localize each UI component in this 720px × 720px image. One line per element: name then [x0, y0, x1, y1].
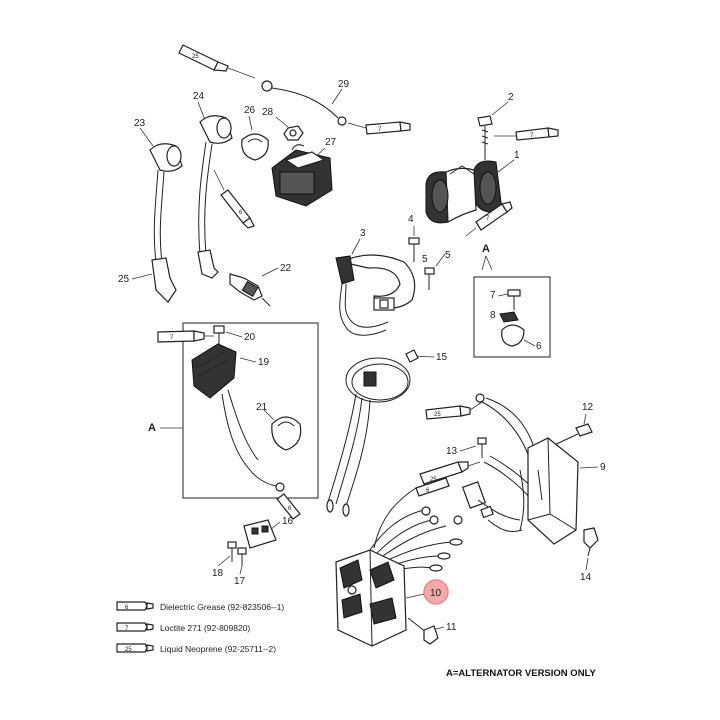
legend-text: Dielectric Grease (92-823506--1) — [160, 602, 284, 612]
callout-16: 16 — [282, 516, 294, 527]
callout-17: 17 — [234, 576, 246, 587]
dielectric-grease-tube: 6 — [276, 493, 301, 520]
wire-harness-loop — [326, 349, 419, 517]
tube-label: 25 — [430, 477, 437, 483]
callout-4: 4 — [408, 214, 414, 225]
terminal-screw — [237, 547, 247, 566]
ground-clip — [583, 527, 599, 557]
trigger-assembly — [335, 254, 416, 336]
tube-label: 6 — [239, 210, 243, 216]
liquid-neoprene-tube: 25 — [178, 44, 229, 72]
legend: 6 Dielectric Grease (92-823506--1) 7 Loc… — [116, 601, 284, 654]
retaining-clip — [271, 416, 302, 451]
callout-10-highlight[interactable]: 10 — [423, 579, 449, 605]
callout-14: 14 — [580, 572, 592, 583]
callout-8: 8 — [490, 310, 496, 321]
spark-plug — [229, 273, 271, 307]
dielectric-grease-tube: 6 — [415, 477, 450, 497]
callout-15: 15 — [436, 352, 448, 363]
stator-screw — [424, 267, 435, 290]
switch-box-bolt — [551, 423, 593, 447]
callout-29: 29 — [338, 79, 350, 90]
tube-label: 7 — [530, 133, 534, 139]
legend-text: Liquid Neoprene (92-25711--2) — [160, 644, 276, 654]
liquid-neoprene-tube: 25 — [419, 461, 469, 485]
switch-box-wiring — [461, 393, 539, 533]
plug-wire-short — [149, 143, 183, 303]
alternator-inset-large — [182, 322, 319, 499]
dielectric-grease-tube: 6 — [220, 189, 255, 229]
callout-23: 23 — [134, 118, 146, 129]
liquid-neoprene-tube: 25 — [425, 405, 471, 420]
legend-row: 7 Loctite 271 (92-809820) — [116, 622, 250, 633]
callout-6: 6 — [536, 341, 542, 352]
legend-row: 6 Dielectric Grease (92-823506--1) — [116, 601, 284, 612]
coil-screw — [477, 115, 493, 160]
callout-13: 13 — [446, 446, 458, 457]
callout-7: 7 — [490, 290, 496, 301]
callout-3: 3 — [360, 228, 366, 239]
stator-screw — [408, 237, 420, 262]
callout-2: 2 — [508, 92, 514, 103]
callout-26: 26 — [244, 105, 256, 116]
inset-label-a: A — [148, 422, 156, 434]
callout-19: 19 — [258, 357, 270, 368]
terminal-block — [243, 519, 277, 549]
harness-screw — [477, 437, 487, 458]
tube-label: 6 — [426, 488, 430, 494]
legend-code: 25 — [125, 647, 132, 653]
legend-code: 6 — [125, 605, 129, 611]
power-pack — [335, 549, 407, 647]
wire-clip — [241, 133, 269, 161]
charge-coil-assembly — [425, 160, 503, 224]
callout-27: 27 — [325, 137, 337, 148]
hex-nut — [283, 125, 304, 141]
tube-label: 7 — [378, 127, 382, 133]
callout-9: 9 — [600, 462, 606, 473]
legend-row: 25 Liquid Neoprene (92-25711--2) — [116, 643, 276, 654]
switch-box — [527, 437, 579, 545]
callout-5: 5 — [445, 250, 451, 261]
callout-22: 22 — [280, 263, 292, 274]
tube-label: 25 — [434, 412, 441, 418]
callout-20: 20 — [244, 332, 256, 343]
tube-label: 25 — [192, 54, 199, 60]
alternator-inset-small: 7 8 6 — [473, 276, 551, 358]
footnote: A=ALTERNATOR VERSION ONLY — [446, 668, 596, 679]
callout-28: 28 — [262, 107, 274, 118]
callout-5: 5 — [422, 254, 428, 265]
callout-11: 11 — [446, 622, 457, 633]
loctite-tube: 7 — [365, 121, 411, 135]
loctite-tube: 7 — [515, 127, 559, 141]
loctite-tube: 7 — [157, 330, 205, 343]
callout-1: 1 — [514, 150, 520, 161]
ignition-coil — [271, 144, 333, 207]
power-pack-bolt — [407, 617, 439, 645]
callout-21: 21 — [256, 402, 268, 413]
terminal-screw — [227, 541, 237, 562]
plug-wire-long — [197, 115, 233, 279]
inset-label-a: A — [482, 243, 490, 255]
tube-label: 6 — [288, 506, 292, 512]
legend-text: Loctite 271 (92-809820) — [160, 623, 250, 633]
callout-12: 12 — [582, 402, 594, 413]
legend-code: 7 — [125, 626, 129, 632]
tube-label: 7 — [486, 216, 490, 222]
callout-10: 10 — [430, 588, 442, 599]
ground-wire — [261, 80, 347, 126]
tube-label: 7 — [170, 335, 174, 341]
callout-25: 25 — [118, 274, 130, 285]
callout-18: 18 — [212, 568, 224, 579]
callout-24: 24 — [193, 91, 205, 102]
loctite-tube: 7 — [475, 201, 513, 231]
rectifier — [191, 343, 285, 492]
